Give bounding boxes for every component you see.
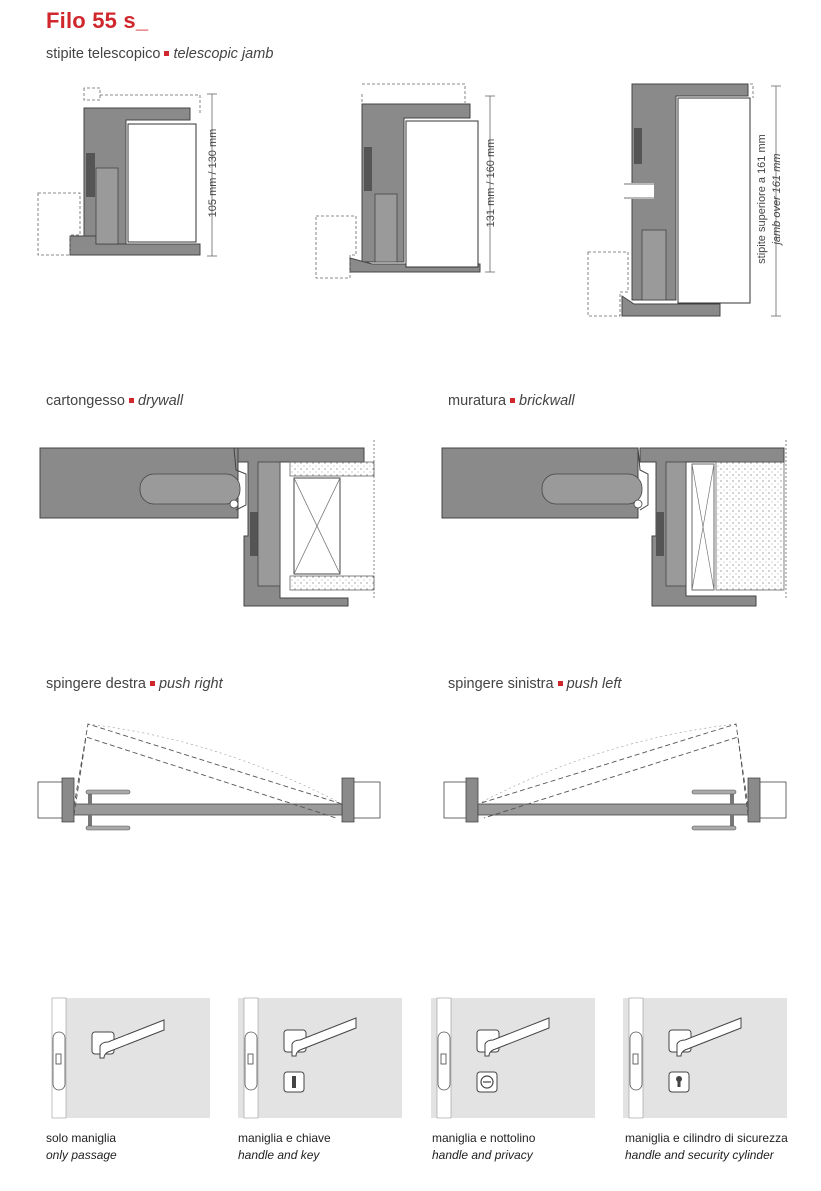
label-italian: spingere destra bbox=[46, 676, 146, 692]
label-italian: cartongesso bbox=[46, 393, 125, 409]
label-english: drywall bbox=[138, 393, 184, 409]
section-label-brickwall: muratura brickwall bbox=[448, 393, 575, 409]
hardware-caption-italian: maniglia e chiave bbox=[238, 1131, 331, 1145]
hardware-panel-only-passage bbox=[46, 997, 210, 1119]
label-italian: stipite telescopico bbox=[46, 46, 161, 62]
hardware-panel-handle-and-privacy bbox=[431, 997, 595, 1119]
section-label-push-right: spingere destra push right bbox=[46, 676, 223, 692]
label-english: push left bbox=[566, 676, 622, 692]
hardware-caption-english: only passage bbox=[46, 1148, 117, 1162]
hardware-caption-italian: maniglia e cilindro di sicurezza bbox=[625, 1131, 788, 1145]
label-italian: muratura bbox=[448, 393, 507, 409]
hardware-panel-handle-and-security-cylinder bbox=[623, 997, 787, 1119]
separator-square-icon bbox=[557, 680, 563, 686]
separator-square-icon bbox=[510, 397, 516, 403]
label-english: push right bbox=[158, 676, 223, 692]
section-label-drywall: cartongesso drywall bbox=[46, 393, 183, 409]
section-label-push-left: spingere sinistra push left bbox=[448, 676, 621, 692]
hardware-caption-english: handle and key bbox=[238, 1148, 320, 1162]
separator-square-icon bbox=[129, 397, 134, 403]
hardware-caption-english: handle and security cylinder bbox=[625, 1148, 774, 1162]
label-italian: spingere sinistra bbox=[448, 676, 554, 692]
separator-square-icon bbox=[164, 50, 170, 56]
label-english: telescopic jamb bbox=[173, 46, 274, 62]
separator-square-icon bbox=[149, 680, 155, 686]
hardware-caption-english: handle and privacy bbox=[432, 1148, 533, 1162]
page-title: Filo 55 s_ bbox=[46, 8, 149, 33]
hardware-panel-handle-and-key bbox=[238, 997, 402, 1119]
section-label-telescopic: stipite telescopico telescopic jamb bbox=[46, 46, 273, 62]
label-english: brickwall bbox=[519, 393, 575, 409]
hardware-caption-italian: solo maniglia bbox=[46, 1131, 117, 1145]
hardware-caption-italian: maniglia e nottolino bbox=[432, 1131, 536, 1145]
